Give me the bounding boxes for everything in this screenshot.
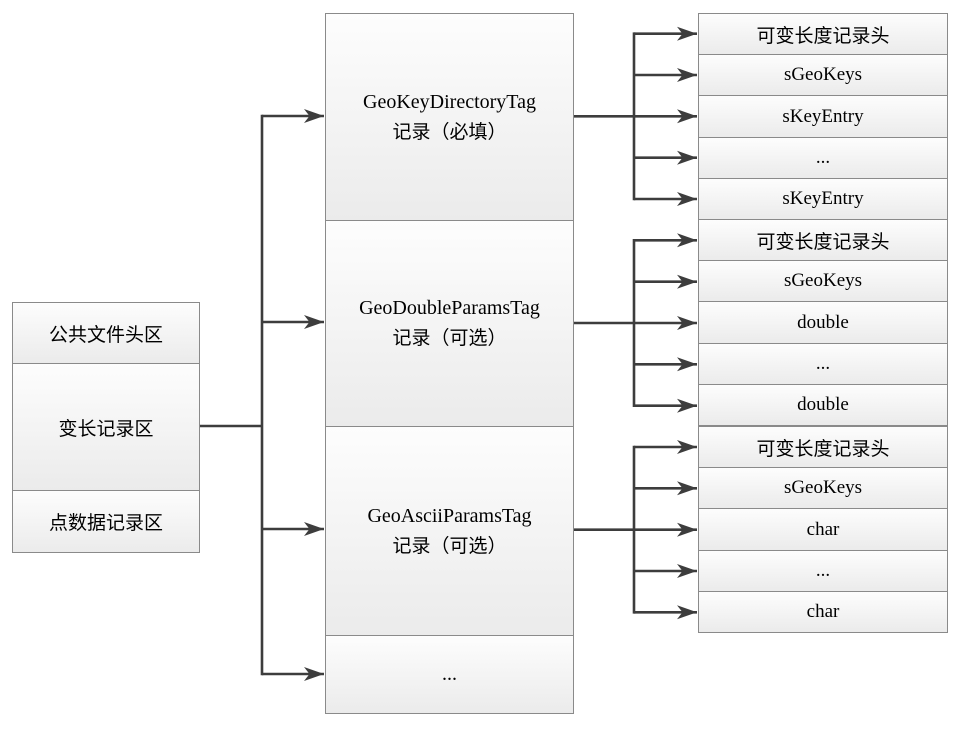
record-row: sKeyEntry (699, 177, 947, 220)
variable-length-record-area-label: 变长记录区 (58, 418, 154, 440)
record-row: sKeyEntry (699, 95, 947, 137)
record-row-label: 可变长度记录头 (756, 231, 890, 253)
record-row: ... (699, 549, 947, 591)
record-row-label: double (797, 311, 849, 333)
record-row: double (699, 383, 947, 426)
record-row-label: ... (815, 146, 831, 168)
record-row-label: sKeyEntry (782, 105, 864, 127)
geokeydirectorytag-title: GeoKeyDirectoryTag (363, 90, 536, 113)
geodoubleparamstag-section: GeoDoubleParamsTag 记录（可选） (326, 220, 573, 426)
record-row: char (699, 590, 947, 633)
geokeydirectorytag-section: GeoKeyDirectoryTag 记录（必填） (326, 14, 573, 220)
record-row-label: 可变长度记录头 (756, 25, 890, 47)
record-row-label: sGeoKeys (783, 270, 863, 292)
point-data-record-area-cell: 点数据记录区 (13, 490, 199, 552)
record-row: ... (699, 342, 947, 384)
char-record-layout-box: 可变长度记录头 sGeoKeys char ... char (698, 426, 948, 633)
variable-length-record-area-cell: 变长记录区 (13, 363, 199, 490)
record-row: 可变长度记录头 (699, 14, 947, 55)
record-row: 可变长度记录头 (699, 427, 947, 468)
point-data-record-area-label: 点数据记录区 (48, 513, 163, 534)
geoasciiparamstag-title: GeoAsciiParamsTag (367, 504, 532, 527)
record-row: ... (699, 136, 947, 178)
record-row: 可变长度记录头 (699, 220, 947, 261)
geoasciiparamstag-section: GeoAsciiParamsTag 记录（可选） (326, 426, 573, 635)
record-row-label: ... (815, 559, 831, 581)
more-tags-section: ... (326, 635, 573, 713)
more-tags-ellipsis: ... (442, 663, 457, 685)
geoasciiparamstag-subtitle: 记录（可选） (392, 535, 507, 557)
record-row-label: double (797, 393, 849, 415)
record-row: sGeoKeys (699, 54, 947, 96)
las-file-structure-box: 公共文件头区 变长记录区 点数据记录区 (12, 302, 200, 553)
record-row: double (699, 301, 947, 343)
record-row: char (699, 508, 947, 550)
double-record-layout-box: 可变长度记录头 sGeoKeys double ... double (698, 219, 948, 426)
geo-tag-records-box: GeoKeyDirectoryTag 记录（必填） GeoDoubleParam… (325, 13, 574, 714)
public-header-area-label: 公共文件头区 (48, 324, 163, 346)
geokeydirectorytag-subtitle: 记录（必填） (392, 121, 507, 143)
record-row-label: 可变长度记录头 (756, 438, 890, 460)
record-row: sGeoKeys (699, 467, 947, 509)
record-row-label: ... (815, 352, 831, 374)
record-row-label: sGeoKeys (783, 477, 863, 499)
record-row-label: sKeyEntry (782, 187, 864, 209)
record-row-label: char (806, 600, 840, 622)
public-header-area-cell: 公共文件头区 (13, 303, 199, 363)
record-row: sGeoKeys (699, 260, 947, 302)
geodoubleparamstag-title: GeoDoubleParamsTag (359, 297, 540, 320)
geokey-record-layout-box: 可变长度记录头 sGeoKeys sKeyEntry ... sKeyEntry (698, 13, 948, 220)
record-row-label: sGeoKeys (783, 64, 863, 86)
geodoubleparamstag-subtitle: 记录（可选） (392, 328, 507, 350)
record-row-label: char (806, 518, 840, 540)
